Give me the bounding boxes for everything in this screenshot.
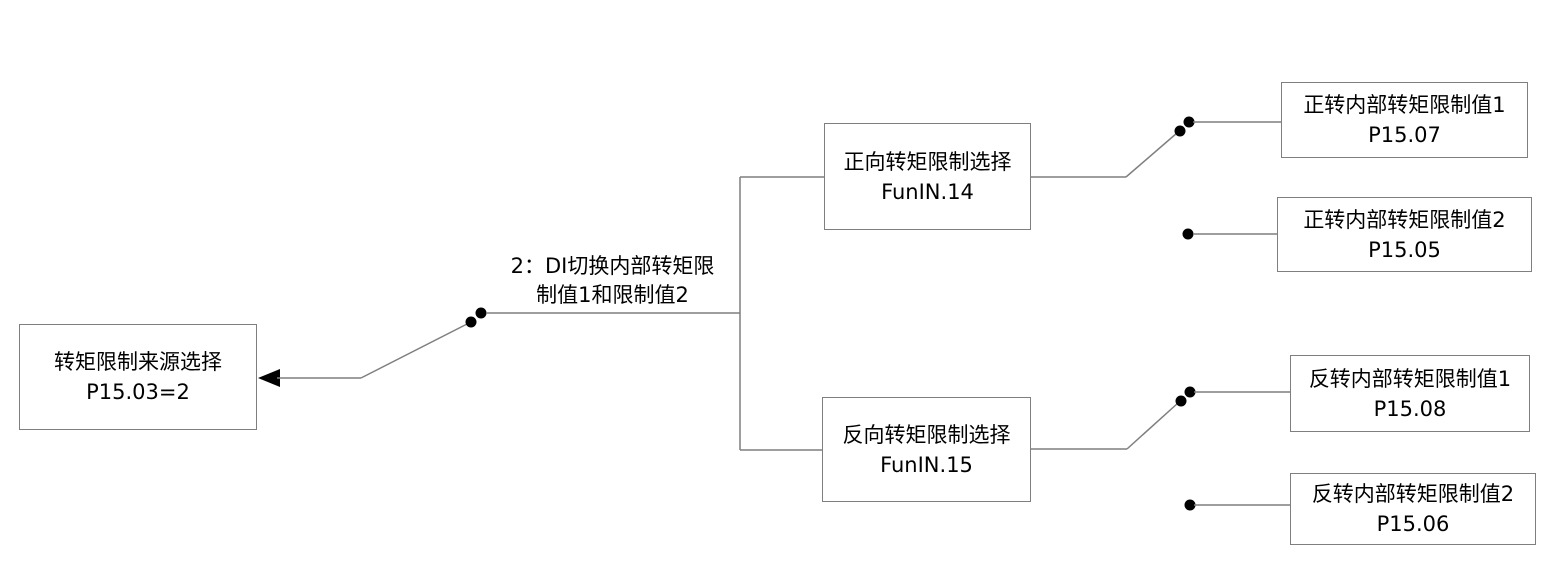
forward-limit1-param: P15.07 (1368, 123, 1441, 147)
forward-limit2-title: 正转内部转矩限制值2 (1303, 207, 1506, 232)
arrowhead-icon (258, 369, 280, 387)
forward-select-box: 正向转矩限制选择 FunIN.14 (824, 123, 1031, 230)
switch-lever-line (1126, 402, 1179, 450)
switch-lever-line (1125, 132, 1178, 178)
reverse-limit2-title: 反转内部转矩限制值2 (1311, 482, 1515, 506)
reverse-limit2-box: 反转内部转矩限制值2 P15.06 (1290, 473, 1536, 545)
source-select-box: 转矩限制来源选择 P15.03=2 (19, 324, 257, 430)
switch-dot (1183, 116, 1195, 128)
reverse-select-title: 反向转矩限制选择 (842, 422, 1011, 447)
reverse-limit1-param: P15.08 (1373, 396, 1447, 421)
switch-dot (1175, 395, 1187, 407)
reverse-limit2-param: P15.06 (1376, 512, 1450, 536)
source-select-param: P15.03=2 (86, 380, 190, 404)
switch-dot (465, 316, 477, 328)
switch-dot (1184, 499, 1196, 511)
reverse-limit1-box: 反转内部转矩限制值1 P15.08 (1290, 355, 1530, 432)
forward-limit1-title: 正转内部转矩限制值1 (1303, 93, 1506, 117)
forward-limit2-param: P15.05 (1368, 237, 1441, 262)
forward-limit2-box: 正转内部转矩限制值2 P15.05 (1277, 197, 1532, 272)
reverse-select-box: 反向转矩限制选择 FunIN.15 (822, 397, 1031, 502)
reverse-select-param: FunIN.15 (880, 452, 973, 477)
forward-limit1-box: 正转内部转矩限制值1 P15.07 (1281, 82, 1528, 158)
source-select-title: 转矩限制来源选择 (54, 350, 222, 374)
switch-dot (1184, 386, 1196, 398)
reverse-limit1-title: 反转内部转矩限制值1 (1308, 366, 1512, 391)
forward-select-param: FunIN.14 (881, 179, 974, 204)
switch-dot (1182, 228, 1194, 240)
forward-select-title: 正向转矩限制选择 (843, 149, 1012, 174)
mode-note-line1: 2：DI切换内部转矩限 (510, 254, 715, 278)
mode-note-label: 2：DI切换内部转矩限 制值1和限制值2 (455, 252, 770, 310)
switch-lever-line (360, 321, 472, 379)
switch-dot (475, 307, 487, 319)
mode-note-line2: 制值1和限制值2 (536, 283, 689, 307)
switch-dot (1174, 125, 1186, 137)
